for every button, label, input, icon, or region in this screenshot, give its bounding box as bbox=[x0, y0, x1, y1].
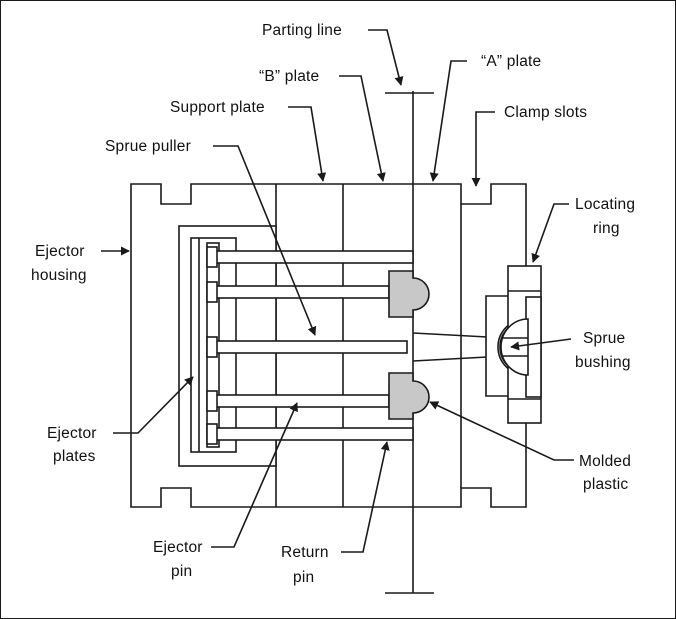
parting-line-leader bbox=[368, 29, 404, 86]
molded-plastic-part-top bbox=[388, 270, 430, 318]
label-ejector-housing-1: Ejector bbox=[35, 243, 85, 260]
molded-plastic-leader bbox=[429, 401, 574, 461]
return-pin-top bbox=[213, 250, 414, 264]
label-ejector-housing-2: housing bbox=[31, 267, 87, 284]
sprue-bushing-leader bbox=[510, 338, 572, 351]
return-pin-bottom bbox=[213, 427, 414, 441]
b-plate-leader bbox=[339, 75, 386, 182]
pin-head-3 bbox=[206, 336, 218, 358]
ejector-pin-leader bbox=[211, 402, 298, 548]
support-plate-leader bbox=[288, 106, 327, 182]
label-ejector-plates-2: plates bbox=[53, 448, 96, 465]
locating-ring-leader bbox=[531, 203, 569, 263]
label-clamp-slots: Clamp slots bbox=[504, 104, 587, 121]
pins-group bbox=[206, 246, 414, 445]
return-pin-leader bbox=[341, 441, 390, 553]
label-return-pin-2: pin bbox=[293, 569, 314, 586]
molded-plastic-part-bottom bbox=[388, 372, 430, 420]
label-locating-ring-1: Locating bbox=[575, 196, 635, 213]
label-locating-ring-2: ring bbox=[593, 220, 620, 237]
label-sprue-bushing-2: bushing bbox=[575, 354, 631, 371]
a-plate-leader bbox=[429, 60, 467, 182]
label-ejector-pin-1: Ejector bbox=[153, 539, 203, 556]
label-molded-plastic-2: plastic bbox=[583, 476, 628, 493]
sprue-puller-pin bbox=[213, 340, 408, 354]
label-sprue-bushing-1: Sprue bbox=[583, 330, 625, 347]
clamp-slots-leader bbox=[471, 111, 495, 187]
label-sprue-puller: Sprue puller bbox=[105, 138, 191, 155]
label-ejector-plates-1: Ejector bbox=[47, 425, 97, 442]
label-molded-plastic-1: Molded bbox=[579, 453, 631, 470]
label-parting-line: Parting line bbox=[262, 22, 342, 39]
sprue-puller-leader bbox=[213, 145, 317, 336]
label-return-pin-1: Return bbox=[281, 544, 329, 561]
label-a-plate: “A” plate bbox=[481, 53, 541, 70]
ejector-pin-top bbox=[213, 285, 390, 299]
pin-head-2 bbox=[206, 281, 218, 303]
pin-head-4 bbox=[206, 390, 218, 412]
pin-head-5 bbox=[206, 423, 218, 445]
pin-head-1 bbox=[206, 246, 218, 268]
ejector-pin-bottom bbox=[213, 394, 390, 408]
label-b-plate: “B” plate bbox=[259, 68, 319, 85]
ejector-plates-leader bbox=[113, 376, 194, 434]
label-support-plate: Support plate bbox=[170, 99, 265, 116]
label-ejector-pin-2: pin bbox=[171, 563, 192, 580]
